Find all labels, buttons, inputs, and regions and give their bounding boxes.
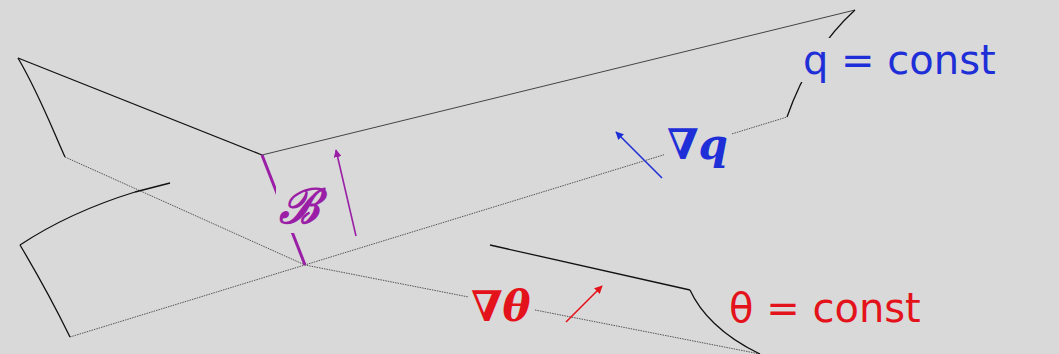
field-label: ℬ bbox=[276, 180, 322, 233]
q-surface-cap bbox=[20, 245, 70, 337]
theta-surface-edge bbox=[65, 157, 760, 354]
surface-label: q = const bbox=[800, 38, 999, 82]
surface-label: θ = const bbox=[726, 286, 924, 330]
q-surface-edge bbox=[262, 10, 855, 155]
q-surface-cap bbox=[20, 192, 135, 245]
gradient-arrow bbox=[616, 132, 662, 178]
theta-surface-edge bbox=[18, 58, 262, 155]
theta-surface-cap bbox=[18, 58, 65, 157]
gradient-label: ∇q bbox=[664, 122, 731, 168]
gradient-arrow bbox=[566, 286, 602, 322]
q-surface-edge bbox=[70, 117, 787, 337]
field-vector-arrow bbox=[336, 150, 356, 236]
q-surface-edge bbox=[135, 183, 170, 192]
gradient-label: ∇θ bbox=[468, 284, 534, 330]
